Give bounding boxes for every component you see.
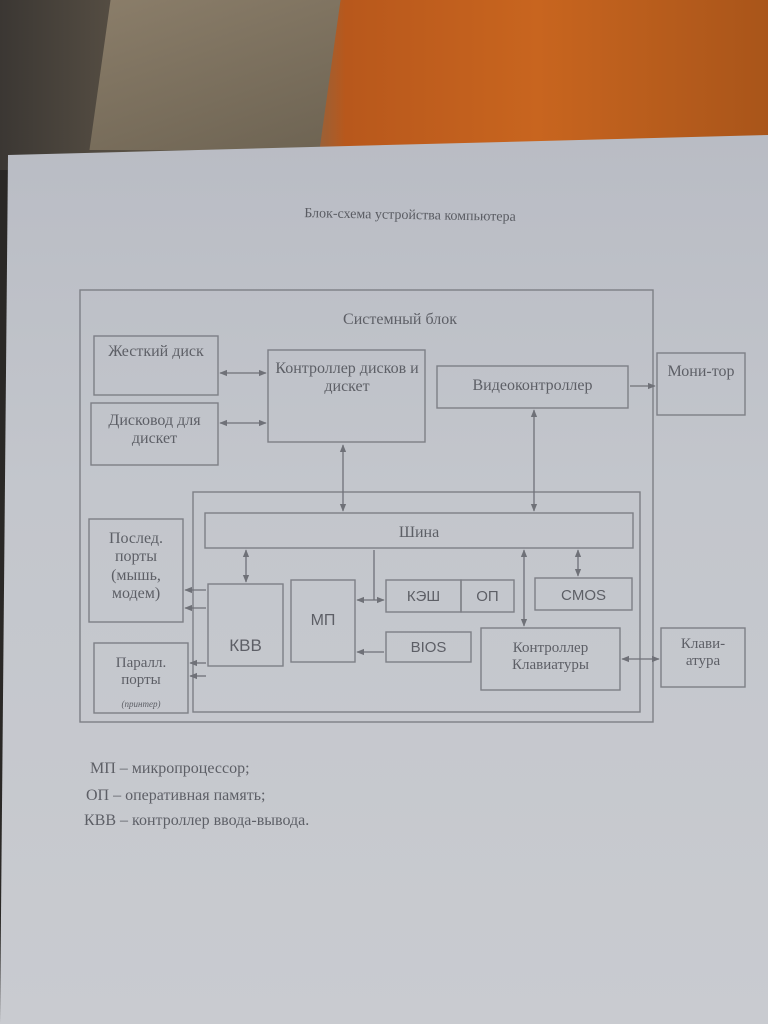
kbd-ctrl-label: Контроллер Клавиатуры <box>512 640 589 674</box>
bios-box <box>385 631 472 663</box>
video-ctrl-box <box>436 365 629 409</box>
disk-ctrl-box <box>267 349 426 443</box>
parallel-note: (принтер) <box>121 699 161 709</box>
system-block-frame <box>79 289 654 723</box>
motherboard-frame <box>192 491 641 713</box>
floppy-label: Дисковод для дискет <box>108 412 201 448</box>
legend-mp: МП – микропроцессор; <box>90 760 250 777</box>
floppy-box <box>90 402 219 466</box>
kvv-label: КВВ <box>229 636 262 655</box>
legend-op: ОП – оперативная память; <box>86 787 266 804</box>
monitor-box <box>656 352 746 416</box>
bus-label: Шина <box>398 524 440 541</box>
cmos-box <box>534 577 633 611</box>
parallel-label: Паралл. порты <box>115 655 167 689</box>
kbd-ctrl-box <box>480 627 621 691</box>
bus-box <box>204 512 634 549</box>
video-ctrl-label: Видеоконтроллер <box>472 377 593 394</box>
hdd-label: Жесткий диск <box>108 343 204 360</box>
bios-label: BIOS <box>410 639 447 656</box>
cache-label: КЭШ <box>406 588 441 605</box>
serial-label: Послед. порты (мышь, модем) <box>108 530 164 603</box>
system-block-label: Системный блок <box>343 311 457 328</box>
legend-kvv: КВВ – контроллер ввода-вывода. <box>84 812 310 829</box>
keyboard-box <box>660 627 746 688</box>
disk-ctrl-label: Контроллер дисков и дискет <box>275 360 419 396</box>
hdd-box <box>93 335 219 396</box>
kvv-box <box>207 583 284 667</box>
keyboard-label: Клави-атура <box>680 636 726 670</box>
parallel-box <box>93 642 189 714</box>
serial-box <box>88 518 184 623</box>
mp-box <box>290 579 356 663</box>
monitor-label: Мони-тор <box>667 363 735 380</box>
op-box <box>460 579 515 613</box>
cmos-label: CMOS <box>561 587 606 604</box>
mp-label: МП <box>310 612 336 629</box>
op-label: ОП <box>476 588 499 605</box>
